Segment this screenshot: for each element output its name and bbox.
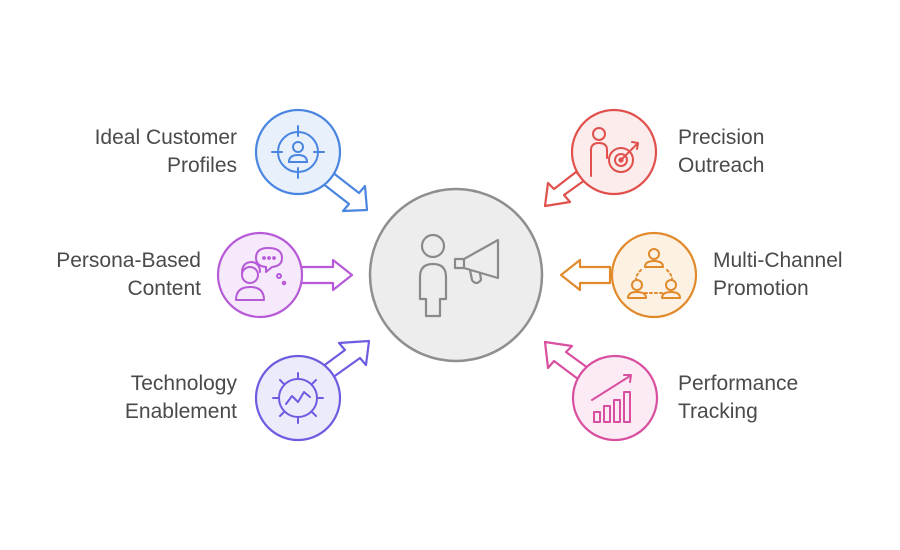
item-multi-channel-promotion-node: [559, 231, 698, 319]
person-megaphone-icon: [418, 233, 500, 318]
item-performance-tracking-node: [543, 340, 659, 442]
person-speech-bubble-icon: [235, 247, 287, 301]
gear-chart-icon: [272, 372, 324, 424]
arrow-icon: [320, 170, 369, 213]
center-hub: [368, 187, 544, 363]
item-technology-enablement-node: [254, 339, 371, 442]
arrow-icon: [559, 258, 612, 292]
label-ideal-customer-profiles: Ideal Customer Profiles: [94, 126, 237, 177]
label-precision-outreach: Precision Outreach: [678, 126, 765, 177]
item-ideal-customer-profiles-node: [254, 108, 369, 213]
label-technology-enablement: Technology Enablement: [124, 372, 237, 423]
bar-chart-trend-icon: [591, 374, 632, 423]
arrow-icon: [320, 339, 371, 380]
target-person-icon: [271, 125, 325, 179]
item-precision-outreach-node: [543, 108, 658, 208]
arrow-icon: [543, 170, 587, 208]
person-target-arrow-icon: [590, 127, 639, 177]
arrow-icon: [543, 340, 590, 381]
label-performance-tracking: Performance Tracking: [678, 372, 799, 423]
item-persona-based-content-node: [216, 231, 354, 319]
label-multi-channel-promotion: Multi-Channel Promotion: [713, 249, 843, 300]
arrow-icon: [298, 258, 354, 292]
people-network-icon: [627, 248, 681, 299]
label-persona-based-content: Persona-Based Content: [56, 249, 201, 300]
